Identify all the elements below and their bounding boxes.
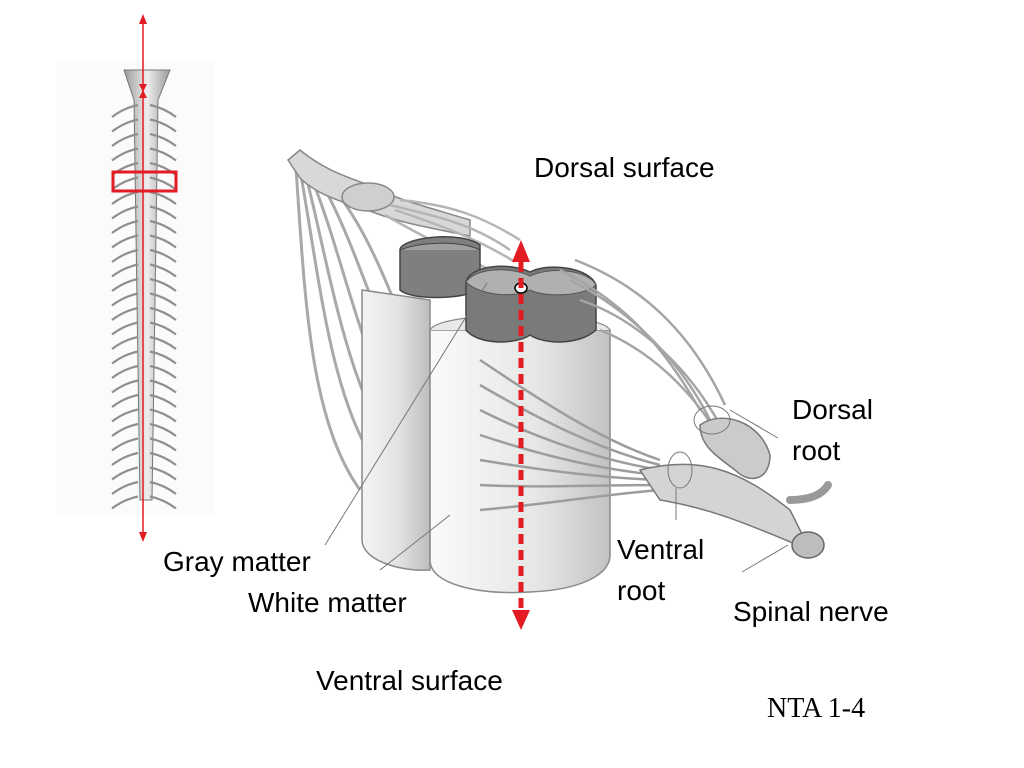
overview-nerve-right	[149, 234, 177, 249]
overview-nerve-left	[111, 118, 139, 133]
overview-nerve-left	[111, 147, 139, 162]
overview-nerve-right	[149, 263, 177, 278]
spinal-nerve-cut-end	[791, 531, 825, 559]
overview-nerve-left	[111, 437, 139, 452]
overview-nerve-right	[149, 277, 177, 292]
overview-nerve-left	[111, 205, 139, 220]
overview-nerves-right	[149, 103, 177, 510]
overview-nerve-left	[111, 219, 139, 234]
overview-nerve-right	[149, 321, 177, 336]
overview-nerve-right	[149, 393, 177, 408]
dorsal-rootlets-right	[559, 258, 727, 431]
label-gray-matter: Gray matter	[163, 546, 311, 577]
overview-arrow-mid-down	[139, 84, 147, 92]
label-ventral-surface: Ventral surface	[316, 665, 503, 696]
overview-nerve-left	[111, 451, 139, 466]
overview-nerve-right	[149, 292, 177, 307]
overview-nerve-left	[111, 132, 139, 147]
overview-nerve-right	[149, 161, 177, 176]
overview-nerve-right	[149, 190, 177, 205]
overview-nerve-right	[149, 437, 177, 452]
overview-nerve-left	[111, 234, 139, 249]
spinal-cord-overview	[56, 14, 214, 542]
overview-nerve-left	[111, 277, 139, 292]
label-ventral-root-line1: Ventral	[617, 534, 705, 565]
label-dorsal-root-line1: Dorsal	[792, 394, 873, 425]
overview-nerve-right	[149, 103, 177, 118]
label-spinal-nerve: Spinal nerve	[733, 596, 889, 627]
overview-nerve-left	[111, 408, 139, 423]
overview-nerve-right	[149, 408, 177, 423]
overview-nerve-right	[149, 364, 177, 379]
label-dorsal-surface: Dorsal surface	[534, 152, 715, 183]
nerve-branch	[786, 481, 832, 504]
overview-arrow-down	[139, 532, 147, 542]
overview-nerve-right	[149, 451, 177, 466]
overview-nerve-left	[111, 495, 139, 510]
overview-nerve-left	[111, 393, 139, 408]
overview-nerve-left	[111, 335, 139, 350]
overview-nerve-right	[149, 335, 177, 350]
overview-nerve-right	[149, 350, 177, 365]
overview-nerve-left	[111, 292, 139, 307]
axis-arrow-ventral	[512, 610, 530, 630]
ganglion-left-swelling	[341, 182, 395, 212]
overview-nerve-left	[111, 321, 139, 336]
overview-nerves-left	[111, 103, 139, 510]
overview-nerve-left	[111, 466, 139, 481]
leader-lines	[324, 282, 789, 573]
overview-nerve-right	[149, 466, 177, 481]
overview-nerve-left	[111, 103, 139, 118]
overview-nerve-right	[149, 118, 177, 133]
axis-arrow-dorsal	[512, 240, 530, 262]
overview-nerve-right	[149, 132, 177, 147]
overview-nerve-right	[149, 422, 177, 437]
overview-nerve-right	[149, 147, 177, 162]
overview-arrow-up	[139, 14, 147, 24]
label-dorsal-root-line2: root	[792, 435, 841, 466]
overview-nerve-right	[149, 306, 177, 321]
overview-nerve-left	[111, 480, 139, 495]
ventral-rootlets	[479, 358, 661, 512]
overview-nerve-right	[149, 248, 177, 263]
overview-nerve-left	[111, 248, 139, 263]
section-highlight-box	[111, 170, 178, 193]
overview-nerve-left	[111, 422, 139, 437]
overview-arrow-mid-up	[139, 90, 147, 98]
overview-nerve-left	[111, 364, 139, 379]
figure-reference: NTA 1-4	[767, 693, 866, 724]
cross-section-illustration	[287, 149, 832, 630]
overview-nerve-right	[149, 379, 177, 394]
label-white-matter: White matter	[248, 587, 407, 618]
overview-nerve-right	[149, 176, 177, 191]
overview-nerve-left	[111, 350, 139, 365]
overview-nerve-left	[111, 379, 139, 394]
overview-nerve-left	[111, 190, 139, 205]
overview-nerve-right	[149, 495, 177, 510]
overview-nerve-right	[149, 480, 177, 495]
overview-nerve-right	[149, 219, 177, 234]
overview-nerve-left	[111, 263, 139, 278]
overview-nerve-right	[149, 205, 177, 220]
overview-nerve-left	[111, 306, 139, 321]
label-ventral-root-line2: root	[617, 575, 666, 606]
